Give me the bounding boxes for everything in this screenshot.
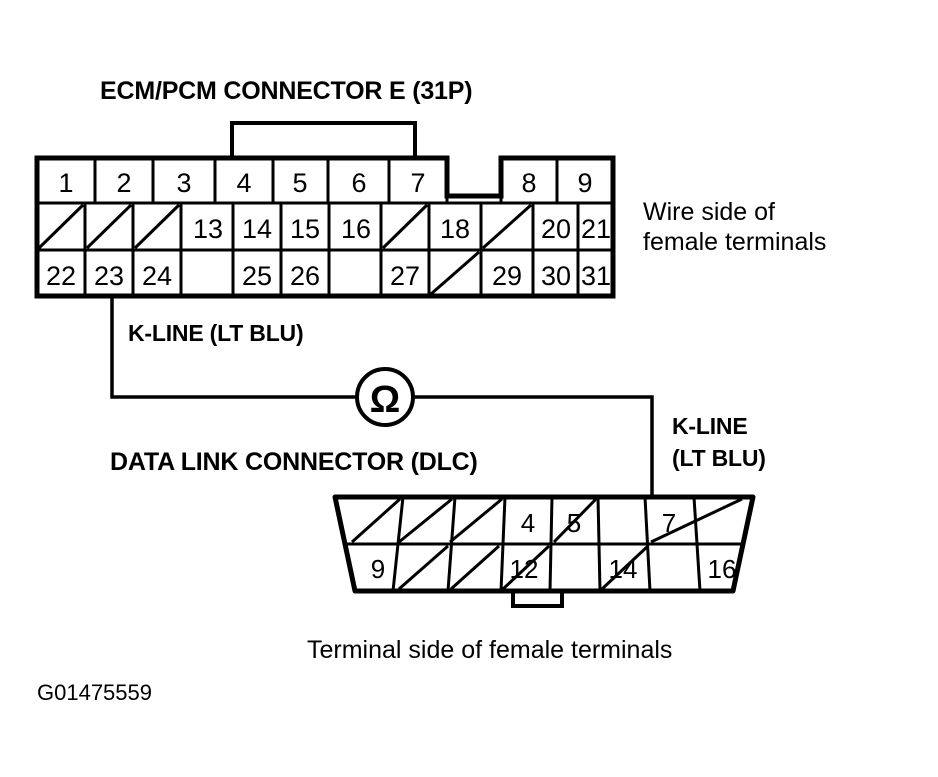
ecm-cell-28-slash <box>430 250 480 296</box>
dlc-cell-13-slash <box>501 544 551 591</box>
dlc-divider-5 <box>596 496 602 592</box>
ohm-icon: Ω <box>370 379 400 421</box>
dlc-pin-label-7: 7 <box>662 508 676 538</box>
ecm-connector-latch-tab <box>230 121 417 160</box>
ecm-pin-label-16: 16 <box>341 214 371 244</box>
dlc-connector-title: DATA LINK CONNECTOR (DLC) <box>110 448 478 476</box>
ecm-pin-label-24: 24 <box>142 261 172 291</box>
ecm-pin-label-30: 30 <box>541 261 571 291</box>
ecm-pin-label-29: 29 <box>492 261 522 291</box>
ecm-pin-label-27: 27 <box>390 261 420 291</box>
ecm-pin-label-5: 5 <box>292 168 307 198</box>
k-line-label-dlc-line1: K-LINE <box>672 413 747 439</box>
dlc-pin-label-12: 12 <box>510 554 539 584</box>
ecm-cell-19-slash <box>481 203 533 250</box>
ecm-connector-title: ECM/PCM CONNECTOR E (31P) <box>100 77 472 105</box>
ecm-cell-26 <box>279 248 331 298</box>
ecm-cell-31 <box>576 248 615 298</box>
ecm-pin-label-25: 25 <box>242 261 272 291</box>
dlc-pin-label-4: 4 <box>521 508 535 538</box>
ecm-cell-11-slash <box>85 203 133 250</box>
k-line-label-dlc-line2: (LT BLU) <box>672 445 766 471</box>
dlc-pin-label-14: 14 <box>609 554 638 584</box>
dlc-divider-4 <box>548 496 554 592</box>
figure-id-code: G01475559 <box>37 680 152 705</box>
ecm-pin-label-9: 9 <box>577 168 592 198</box>
k-line-wire-ecm-path <box>110 296 357 399</box>
ecm-pin-label-6: 6 <box>351 168 366 198</box>
ecm-pin-label-2: 2 <box>116 168 131 198</box>
ecm-pin-label-31: 31 <box>581 261 611 291</box>
dlc-view-caption: Terminal side of female terminals <box>307 636 672 664</box>
ecm-pin-label-4: 4 <box>236 168 251 198</box>
dlc-pin-label-9: 9 <box>371 554 385 584</box>
k-line-wire-dlc <box>413 395 654 497</box>
ecm-pin-label-18: 18 <box>440 214 470 244</box>
ecm-cell-24 <box>131 248 183 298</box>
ecm-connector-graphic: 1 2 3 4 5 6 7 8 9 <box>34 121 616 299</box>
ohmmeter-symbol: Ω <box>355 367 415 427</box>
k-line-wire-ecm <box>110 296 357 399</box>
dlc-cell-11-slash <box>449 544 501 591</box>
ecm-pin-label-7: 7 <box>410 168 425 198</box>
dlc-connector-graphic: 4 5 7 9 12 14 16 <box>332 494 756 608</box>
ecm-cell-12-slash <box>133 203 181 250</box>
ecm-view-caption-line1: Wire side of <box>643 198 775 226</box>
dlc-connector-key-tab <box>511 591 564 608</box>
ecm-pin-label-20: 20 <box>541 214 571 244</box>
dlc-divider-1 <box>391 496 405 592</box>
ecm-row1-cells: 1 2 3 4 5 6 7 8 9 <box>35 156 615 205</box>
dlc-pin-label-5: 5 <box>567 508 581 538</box>
ecm-pin-label-14: 14 <box>242 214 272 244</box>
ecm-pin-label-13: 13 <box>193 214 223 244</box>
ecm-pin-label-23: 23 <box>94 261 124 291</box>
ecm-cell-17-slash <box>381 203 429 250</box>
ecm-row2-cells: 13 14 15 16 18 20 21 <box>35 201 615 252</box>
ecm-pin-label-3: 3 <box>176 168 191 198</box>
dlc-divider-6 <box>643 496 652 592</box>
ecm-cell-10-slash <box>37 203 85 250</box>
dlc-cell-3-slash <box>449 497 503 544</box>
ecm-pin-label-8: 8 <box>521 168 536 198</box>
ecm-pin-label-1: 1 <box>58 168 73 198</box>
k-line-label-ecm: K-LINE (LT BLU) <box>128 320 303 346</box>
dlc-divider-7 <box>692 496 702 592</box>
dlc-divider-2 <box>446 496 457 592</box>
dlc-connector-outline <box>332 494 756 594</box>
dlc-cell-1-slash <box>350 497 402 544</box>
ecm-row3-cells: 22 23 24 25 26 27 29 30 31 <box>35 248 615 298</box>
ecm-pin-label-26: 26 <box>290 261 320 291</box>
dlc-divider-3 <box>499 496 507 592</box>
dlc-cell-10-slash <box>398 544 449 591</box>
dlc-cell-15-slash <box>600 544 650 591</box>
dlc-cell-2-slash <box>398 497 453 544</box>
dlc-cell-8-slash <box>650 497 743 544</box>
dlc-cell-6-slash <box>552 497 598 544</box>
ecm-view-caption-line2: female terminals <box>643 228 826 256</box>
dlc-pin-label-16: 16 <box>708 554 737 584</box>
ecm-pin-label-22: 22 <box>46 261 76 291</box>
ecm-pin-label-15: 15 <box>290 214 320 244</box>
ecm-pin-label-21: 21 <box>581 214 611 244</box>
k-line-wire-dlc-path <box>413 395 654 497</box>
